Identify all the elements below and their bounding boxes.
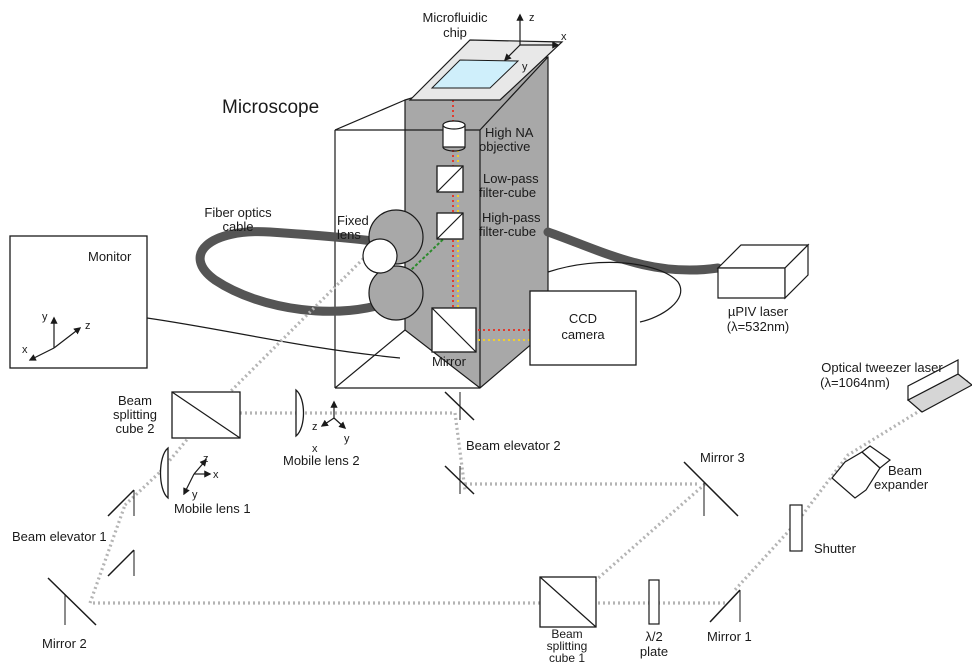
label-fiber-cable-1: Fiber optics [204,205,272,220]
label-high-pass-1: High-pass [482,210,541,225]
microscope-mirror [431,307,477,353]
monitor-axis-z: z [85,320,91,332]
mirror-1 [709,589,741,623]
mirror-2 [47,577,97,626]
label-beam-elevator-1: Beam elevator 1 [12,529,107,544]
label-bs-cube-2-2: splitting [113,407,157,422]
mobile-lens-2-axis-y: y [344,433,350,445]
label-half-wave-1: λ/2 [645,629,662,644]
mobile-lens-2-axis-x: x [312,443,318,455]
label-ccd-2: camera [561,327,605,342]
beam-elevator-1 [107,489,135,577]
beam-splitting-cube-2 [171,391,241,439]
label-monitor: Monitor [88,249,132,264]
chip-axes: z x y [503,12,567,73]
label-fixed-lens-2: lens [337,227,361,242]
label-bs-cube-2-3: cube 2 [115,421,154,436]
label-mobile-lens-1: Mobile lens 1 [174,501,251,516]
label-bs-cube-1-1: Beam [551,627,582,641]
high-pass-filter-cube [436,212,464,240]
label-tweezer-laser-1: Optical tweezer laser [821,360,943,375]
chip-axis-x: x [561,31,567,43]
mobile-lens-1-axis-z: z [203,453,209,465]
label-mirror-2: Mirror 2 [42,636,87,651]
label-beam-expander-1: Beam [888,463,922,478]
label-half-wave-2: plate [640,644,668,659]
label-bs-cube-2-1: Beam [118,393,152,408]
label-upiv-laser-1: µPIV laser [728,304,789,319]
monitor-axis-y: y [42,311,48,323]
half-wave-plate [648,579,660,625]
label-shutter: Shutter [814,541,857,556]
monitor: y x z [9,235,148,369]
label-high-pass-2: filter-cube [479,224,536,239]
label-fixed-lens-1: Fixed [337,213,369,228]
label-microscope: Microscope [222,97,319,118]
label-beam-expander-2: expander [874,477,929,492]
label-mirror-1: Mirror 1 [707,629,752,644]
label-beam-elevator-2: Beam elevator 2 [466,438,561,453]
label-mirror: Mirror [432,354,467,369]
fiber-optics-cable [195,227,400,316]
ccd-camera [529,290,637,366]
label-ccd-1: CCD [569,311,597,326]
upiv-fiber-cable [543,227,723,275]
label-microfluidic-chip-2: chip [443,25,467,40]
chip-window [430,59,520,89]
label-mobile-lens-2: Mobile lens 2 [283,453,360,468]
beam-splitting-cube-1 [539,576,597,628]
shutter [789,504,803,552]
label-high-na-1: High NA [485,125,534,140]
microfluidic-chip [408,39,564,101]
monitor-axis-x: x [22,344,28,356]
low-pass-filter-cube [436,165,464,193]
mobile-lens-1-axis-x: x [213,469,219,481]
monitor-wire [146,317,401,359]
label-microfluidic-chip-1: Microfluidic [422,10,488,25]
ccd-wire [547,261,682,323]
beam-elevator-2 [444,391,475,495]
chip-axis-y: y [522,61,528,73]
label-low-pass-2: filter-cube [479,185,536,200]
label-bs-cube-1-3: cube 1 [549,651,585,664]
upiv-laser [716,243,810,300]
label-upiv-laser-2: (λ=532nm) [727,319,790,334]
mobile-lens-1: z x y [159,446,219,501]
label-mirror-3: Mirror 3 [700,450,745,465]
high-na-objective [442,120,466,152]
mobile-lens-2-axis-z: z [312,421,318,433]
label-high-na-2: objective [479,139,530,154]
beam-expander [831,445,892,499]
label-bs-cube-1-2: splitting [547,639,588,653]
optical-tweezer-laser [906,359,972,413]
label-low-pass-1: Low-pass [483,171,539,186]
label-tweezer-laser-2: (λ=1064nm) [820,375,890,390]
fixed-lens [362,209,424,321]
mobile-lens-1-axis-y: y [192,489,198,501]
label-fiber-cable-2: cable [222,219,253,234]
mobile-lens-2: z x y [295,388,350,455]
chip-axis-z: z [529,12,535,24]
mirror-3 [683,461,739,517]
